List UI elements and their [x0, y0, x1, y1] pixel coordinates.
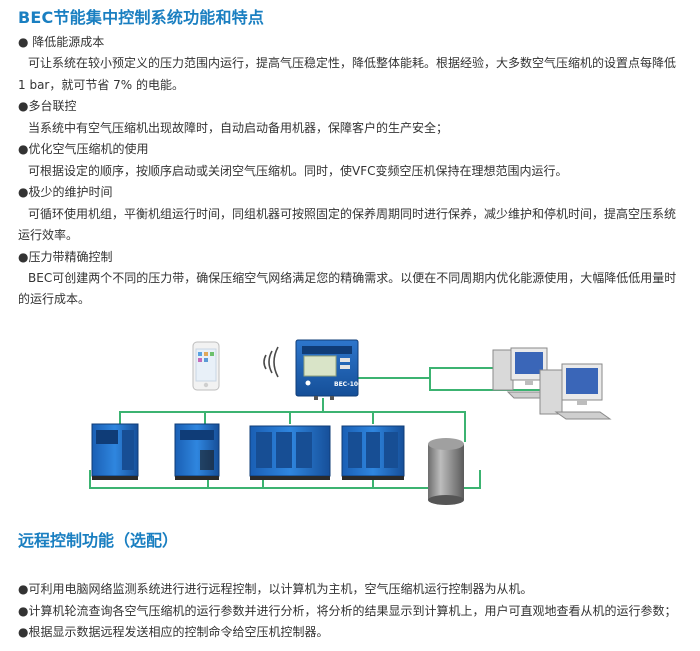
- air-compressor-icon-3: [249, 425, 331, 480]
- feature-body-pressure-line1: BEC可创建两个不同的压力带，确保压缩空气网络满足您的精确需求。以便在不同周期内…: [28, 271, 677, 285]
- section-title-features: BEC节能集中控制系统功能和特点: [18, 8, 265, 27]
- smartphone-icon: [192, 341, 220, 391]
- bec-controller: BEC-100: [295, 339, 362, 400]
- remote-item-3: ●根据显示数据远程发送相应的控制命令给空压机控制器。: [18, 625, 329, 639]
- feature-heading-energy: ● 降低能源成本: [18, 35, 105, 49]
- feature-body-energy-line2: 1 bar，就可节省 7% 的电能。: [18, 78, 185, 92]
- controller-label: BEC-100: [334, 381, 362, 388]
- system-diagram: BEC-100: [89, 339, 612, 505]
- air-compressor-icon-1: [91, 423, 139, 480]
- desktop-computer-icon-2: [539, 363, 612, 420]
- feature-body-maintenance-line2: 运行效率。: [18, 228, 79, 242]
- air-receiver-tank-icon: [428, 438, 464, 505]
- air-compressor-icon-2: [174, 423, 220, 480]
- feature-body-optimize: 可根据设定的顺序，按顺序启动或关闭空气压缩机。同时，使VFC变频空压机保持在理想…: [28, 164, 568, 178]
- feature-heading-pressure: ●压力带精确控制: [18, 250, 113, 264]
- feature-heading-optimize: ●优化空气压缩机的使用: [18, 142, 149, 156]
- feature-heading-maintenance: ●极少的维护时间: [18, 185, 113, 199]
- feature-heading-multi: ●多台联控: [18, 99, 77, 113]
- feature-body-energy-line1: 可让系统在较小预定义的压力范围内运行，提高气压稳定性，降低整体能耗。根据经验，大…: [28, 56, 677, 70]
- feature-body-multi: 当系统中有空气压缩机出现故障时，自动启动备用机器，保障客户的生产安全；: [28, 121, 449, 135]
- remote-item-2: ●计算机轮流查询各空气压缩机的运行参数并进行分析，将分析的结果显示到计算机上，用…: [18, 604, 677, 618]
- section-title-remote-control: 远程控制功能（选配）: [18, 531, 179, 550]
- feature-body-pressure-line2: 的运行成本。: [18, 292, 91, 306]
- network-lines: [89, 367, 545, 489]
- wireless-signal-icon: [263, 346, 279, 378]
- air-compressor-icon-4: [341, 425, 405, 480]
- remote-item-1: ●可利用电脑网络监测系统进行进行远程控制，以计算机为主机，空气压缩机运行控制器为…: [18, 582, 533, 596]
- feature-body-maintenance-line1: 可循环使用机组，平衡机组运行时间，同组机器可按照固定的保养周期同时进行保养，减少…: [28, 207, 677, 221]
